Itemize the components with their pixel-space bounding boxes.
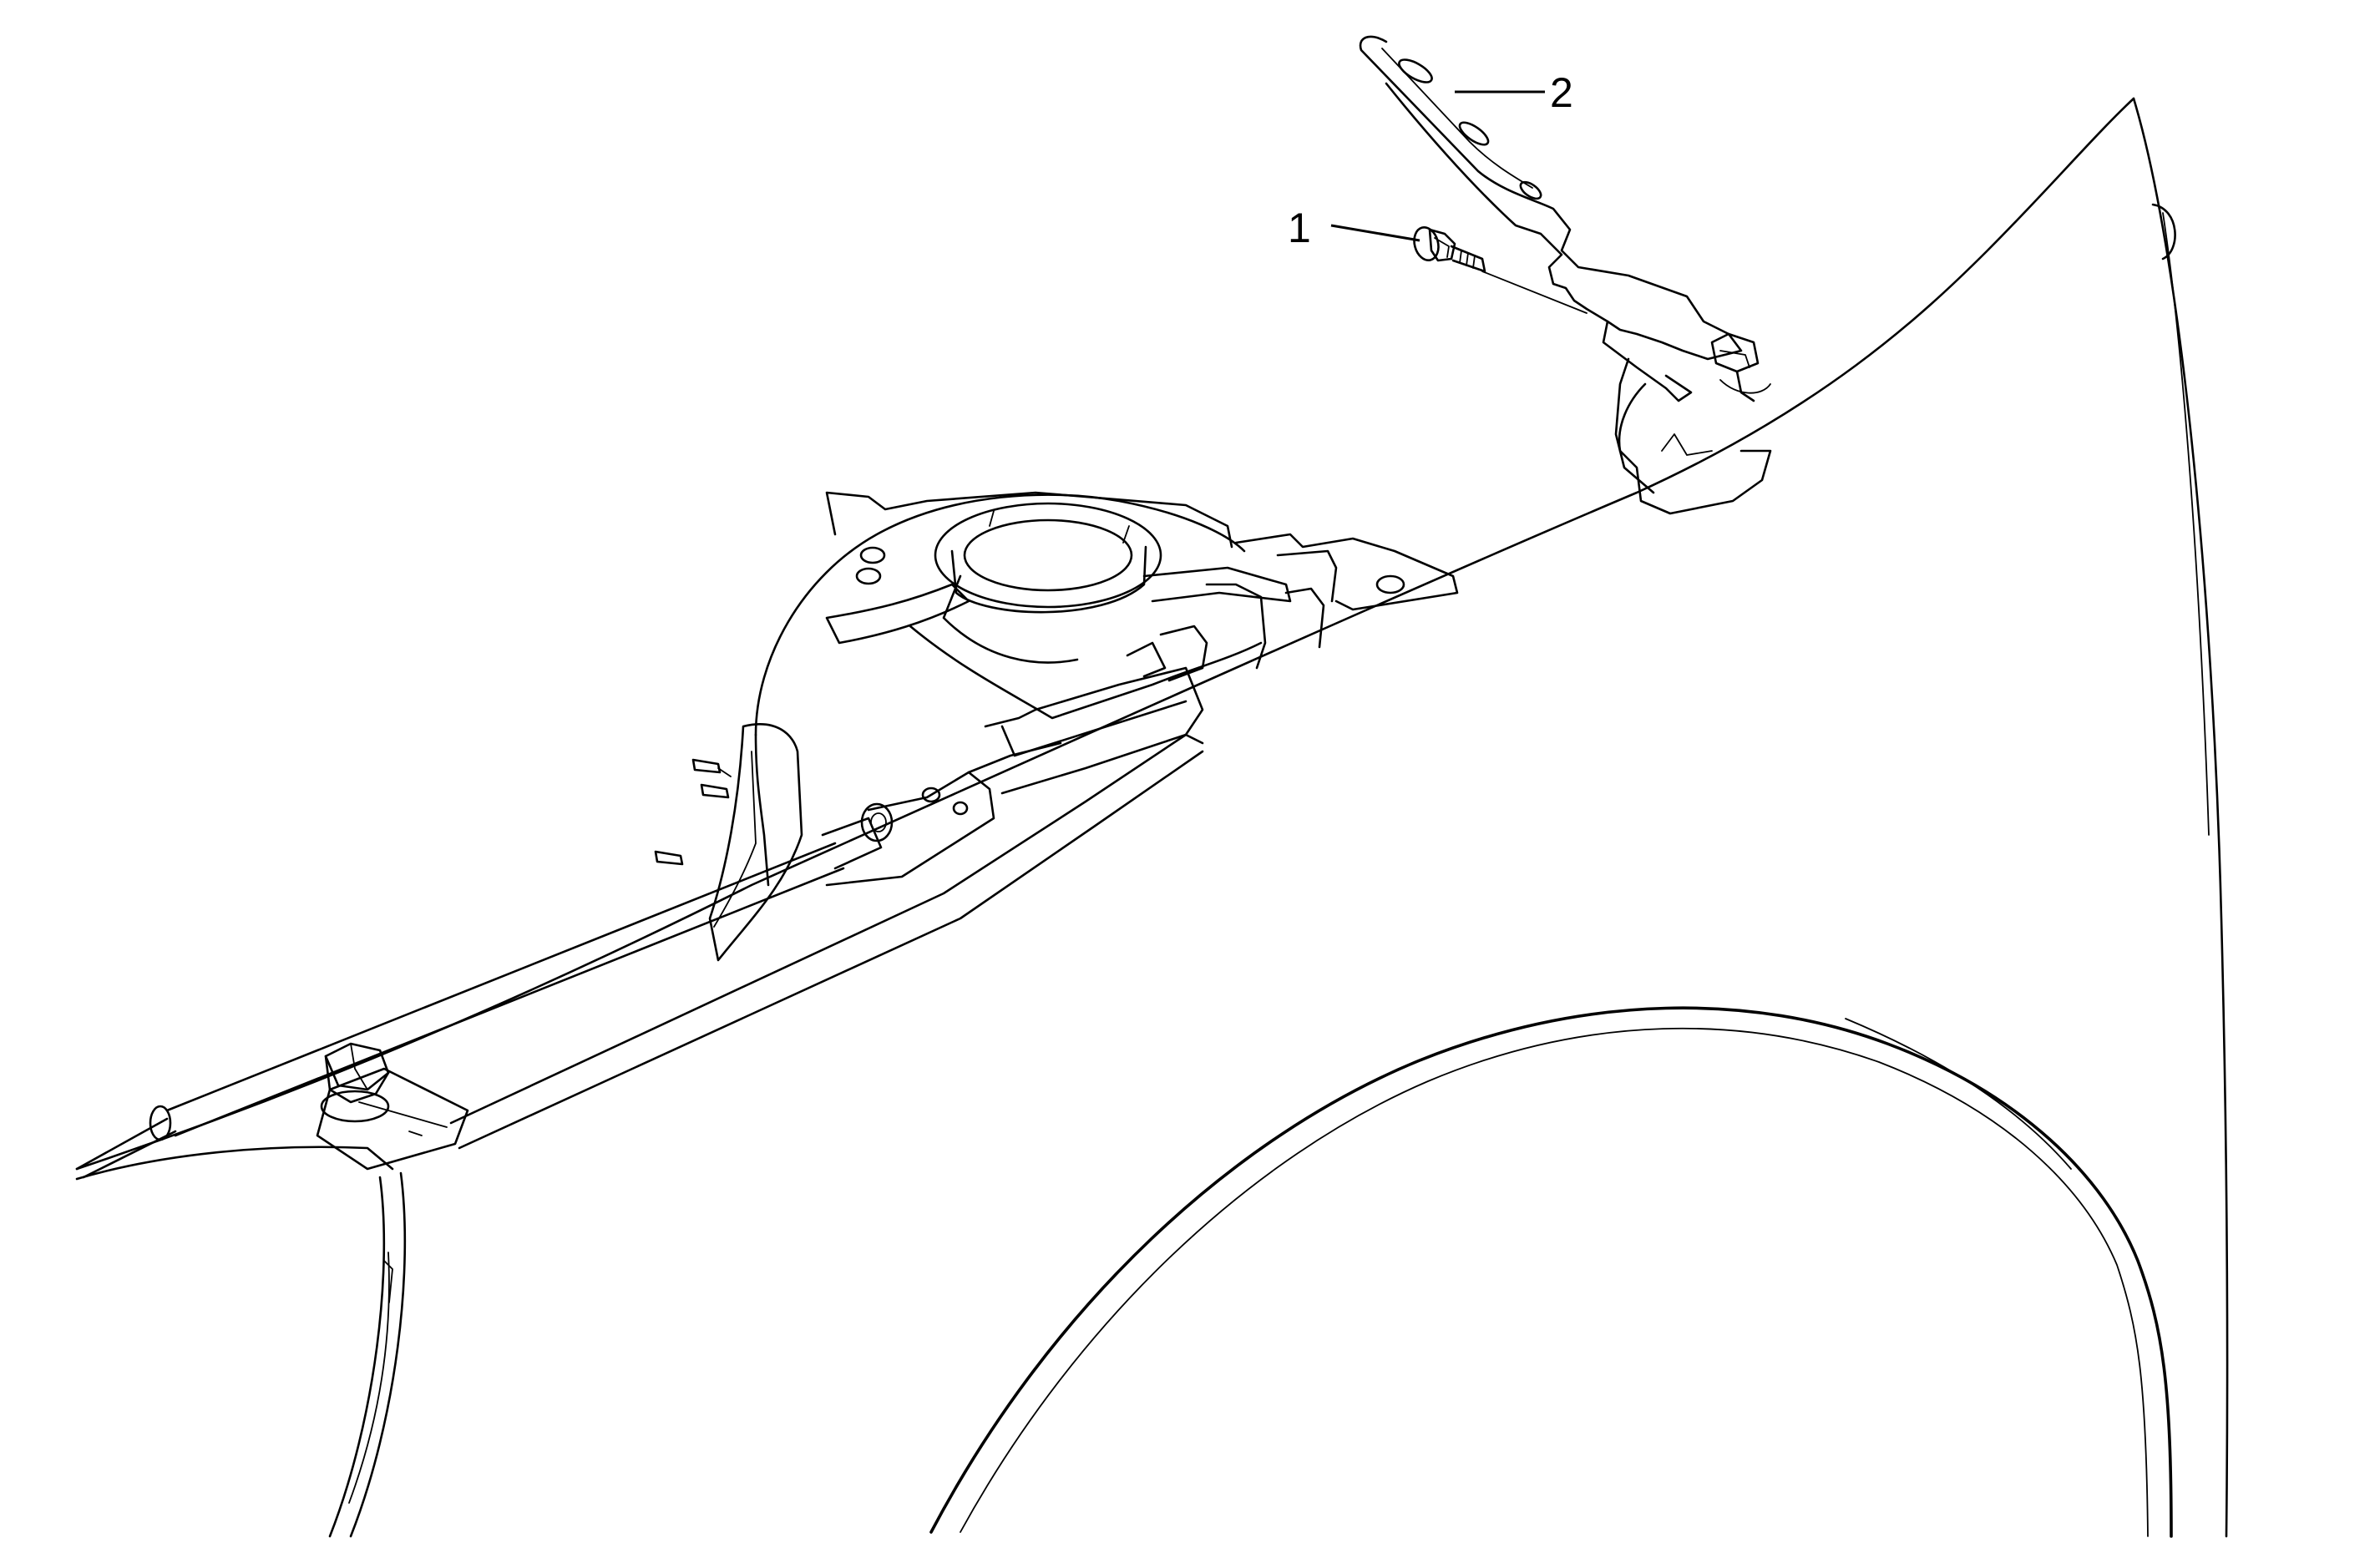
pillar-edge-mid: [348, 1252, 390, 1504]
tower-tab-2: [1276, 549, 1338, 603]
strut-mount-ring-inner: [963, 518, 1133, 592]
bracket-hole-2: [1458, 121, 1490, 146]
tower-hole-3: [1375, 574, 1405, 594]
strut-tower-body: [754, 493, 1246, 736]
bolt-head-facet: [1434, 237, 1450, 258]
tower-stud-1: [691, 758, 722, 774]
tower-stud-line: [717, 767, 732, 777]
strut-tower-wall: [754, 733, 770, 887]
hood-strut-rod-bottom: [174, 867, 845, 1137]
callout-1: 1: [1288, 205, 1420, 251]
hood-strut-end-fitting: [860, 802, 894, 842]
hood-strut-upper-bracket: [825, 771, 995, 887]
bolt-head: [1428, 228, 1456, 262]
hood-strut-rod-thin-top: [75, 1117, 169, 1171]
tower-cutout: [708, 723, 803, 962]
hex-nut-top: [324, 1042, 390, 1091]
tower-skirt: [909, 625, 1263, 720]
bracket-hole-1: [1398, 58, 1433, 83]
upper-bracket-hole-1: [921, 787, 941, 803]
bolt-alignment-line: [1481, 271, 1588, 314]
callout-2: 2: [1455, 69, 1573, 116]
hex-nut-washer: [320, 1090, 390, 1123]
bracket-nut-base: [1719, 379, 1771, 394]
upper-bracket-hole-2: [952, 801, 969, 816]
hood-strut-rod-thin-bottom: [82, 1130, 177, 1179]
tower-flange-line: [942, 574, 1079, 664]
strut-mount-ring-outer: [934, 502, 1162, 609]
hood-strut-end-cap: [149, 1105, 172, 1141]
bracket-hole-3: [1519, 180, 1542, 200]
tower-rib-left: [825, 583, 970, 645]
hood-strut-end-fitting-inner: [870, 812, 887, 832]
wheel-arch-lip: [1845, 1018, 2072, 1170]
strut-tower: [654, 491, 1459, 962]
lower-hinge-plate-line: [358, 1101, 448, 1128]
hood-strut-rod-top: [165, 842, 837, 1112]
bracket-lower-tab: [1614, 357, 1655, 494]
strut-mount-stud-right: [1122, 525, 1130, 544]
strut-mount-hat: [950, 545, 1147, 614]
rail-slot: [1126, 641, 1167, 678]
callout-1-label: 1: [1288, 205, 1311, 251]
fender-mount-tab-inner: [1661, 433, 1713, 456]
wheel-arch-inner: [960, 1027, 2149, 1537]
hinge-rail: [316, 641, 1204, 1171]
pillar-edge-left: [328, 1176, 386, 1538]
bolt-washer: [1413, 226, 1440, 261]
bracket-arm-outline: [1359, 35, 1743, 361]
bracket-nut: [1710, 332, 1760, 373]
fender-top-edge: [75, 97, 2135, 1171]
bolt: [1413, 226, 1486, 273]
tower-tab-5: [1159, 625, 1208, 682]
fender-right-edge-inner: [2162, 212, 2210, 836]
bracket: [1359, 35, 1772, 515]
lower-hinge-dash: [408, 1131, 423, 1136]
wheel-arch-outer: [929, 1006, 2173, 1538]
tower-stud-2: [700, 783, 730, 799]
tower-stud-3: [654, 850, 684, 866]
fender: [75, 97, 2229, 1538]
hood-strut-collar: [821, 817, 883, 870]
bracket-arm-inner: [1381, 48, 1533, 189]
fender-right-edge: [2132, 97, 2229, 1538]
tower-hole-1: [859, 546, 886, 564]
fender-side-bump: [2151, 203, 2176, 261]
rail-upper-edge: [449, 733, 1204, 1125]
bracket-flange: [1602, 320, 1693, 402]
tower-tab-3: [1205, 583, 1267, 670]
pillar-edge-right: [349, 1171, 407, 1538]
tower-tab-1: [1234, 533, 1459, 611]
callout-1-leader: [1330, 224, 1420, 242]
lower-hinge-plate: [316, 1067, 469, 1171]
strut-mount-stud-left: [989, 510, 995, 527]
strut-top-plate: [825, 491, 1233, 549]
rail-ridge: [1000, 700, 1187, 757]
fender-top-edge-inner: [75, 1146, 394, 1181]
bolt-threads: [1459, 250, 1476, 269]
bracket-nut-face: [1719, 350, 1750, 368]
tower-tab-4: [1284, 587, 1325, 649]
hex-nut-side: [324, 1055, 390, 1104]
tower-hole-2: [855, 567, 882, 585]
rail-lower-edge: [458, 750, 1204, 1150]
rail-raised-section: [984, 666, 1204, 795]
bracket-nut-stud: [1735, 370, 1755, 402]
pillar-notch: [383, 1260, 393, 1303]
callout-2-label: 2: [1550, 69, 1573, 116]
hex-nut-edge: [350, 1043, 368, 1090]
bolt-shank: [1450, 245, 1486, 273]
hood-strut: [75, 741, 1062, 1179]
fender-mount-tab: [1618, 382, 1772, 515]
